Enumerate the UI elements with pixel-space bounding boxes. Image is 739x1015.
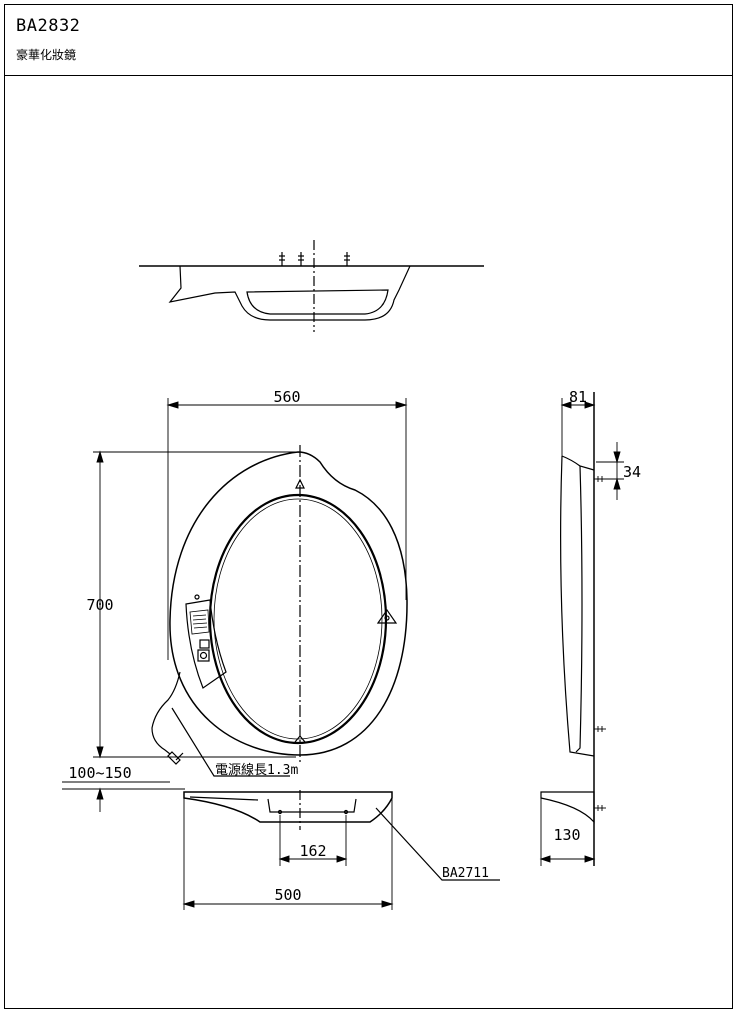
power-button-icon [197,649,210,662]
shelf-part-label: BA2711 [442,866,489,881]
width-dimension [166,398,408,660]
hole-spacing-label: 162 [299,842,326,860]
shelf-view [183,790,500,881]
front-view [151,445,408,777]
indicator-icon [194,594,200,600]
shelf-depth-label: 130 [553,826,580,844]
shelf-depth-dimension [539,798,596,866]
wall-screw-icon [594,476,606,811]
gap-label: 100~150 [68,764,131,782]
product-name: 豪華化妝鏡 [16,48,77,62]
depth-dimension [560,398,596,456]
model-number: BA2832 [16,16,81,36]
gap-dimension [62,781,185,812]
bracket-offset-dimension [596,442,624,500]
height-dimension [93,450,300,759]
depth-label: 81 [569,388,587,406]
mounting-screw-icon [279,252,350,266]
side-view [540,392,606,866]
hole-spacing-dimension [278,815,348,866]
shelf-width-label: 500 [274,886,301,904]
title-block: BA2832 豪華化妝鏡 [4,4,733,76]
control-panel [185,594,227,689]
sensor-icon [376,608,398,624]
bracket-offset-label: 34 [623,463,641,481]
light-button-icon [199,639,210,649]
drawing-frame [4,4,733,1009]
width-label: 560 [273,388,300,406]
top-view [139,240,484,332]
shelf-width-dimension [182,798,394,910]
height-label: 700 [86,596,113,614]
power-cord-note: 電源線長1.3m [215,762,298,778]
